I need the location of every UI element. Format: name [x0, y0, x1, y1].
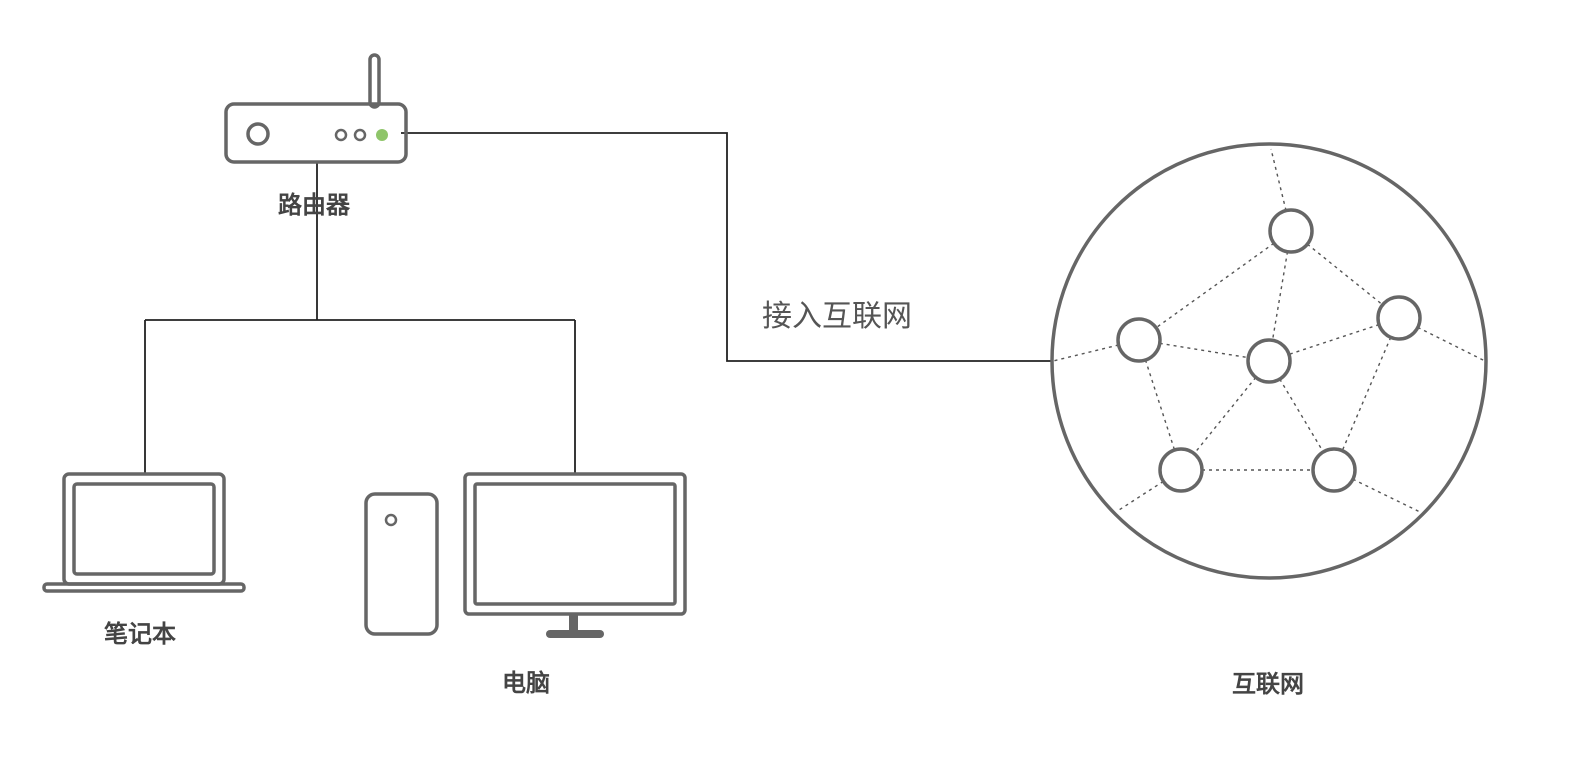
mesh-nodes [1116, 208, 1422, 493]
mesh-node-right [1376, 295, 1422, 341]
router-port-1 [334, 128, 348, 142]
mesh-node-left [1116, 317, 1162, 363]
router-port-2 [353, 128, 367, 142]
router-icon [224, 53, 408, 164]
router-label: 路由器 [278, 191, 350, 219]
mesh-node-bottom-right [1311, 447, 1357, 493]
connection-wires [144, 132, 1051, 474]
laptop-screen [72, 482, 216, 576]
monitor-screen [473, 482, 677, 606]
internet-globe-icon [1050, 142, 1488, 580]
desktop-tower-icon [364, 492, 439, 636]
laptop-base [42, 582, 246, 593]
monitor-neck [569, 614, 578, 634]
monitor-icon [463, 472, 687, 638]
monitor-stand-base [546, 630, 604, 638]
internet-label: 互联网 [1232, 670, 1304, 698]
laptop-lid [62, 472, 226, 586]
connection-label: 接入互联网 [762, 299, 912, 334]
router-led [376, 129, 388, 141]
laptop-label: 笔记本 [104, 620, 176, 648]
router-antenna [368, 53, 381, 109]
tower-power-button [384, 513, 398, 527]
router-to-internet-wire [401, 132, 1051, 362]
mesh-node-bottom-left [1158, 447, 1204, 493]
router-power-button [246, 122, 270, 146]
mesh-node-top [1268, 208, 1314, 254]
mesh-node-center [1246, 338, 1292, 384]
internet-boundary [1050, 142, 1488, 580]
computer-label: 电脑 [502, 669, 550, 697]
laptop-icon [42, 472, 246, 593]
monitor-frame [463, 472, 687, 616]
router-body [224, 102, 408, 164]
tower-body [364, 492, 439, 636]
